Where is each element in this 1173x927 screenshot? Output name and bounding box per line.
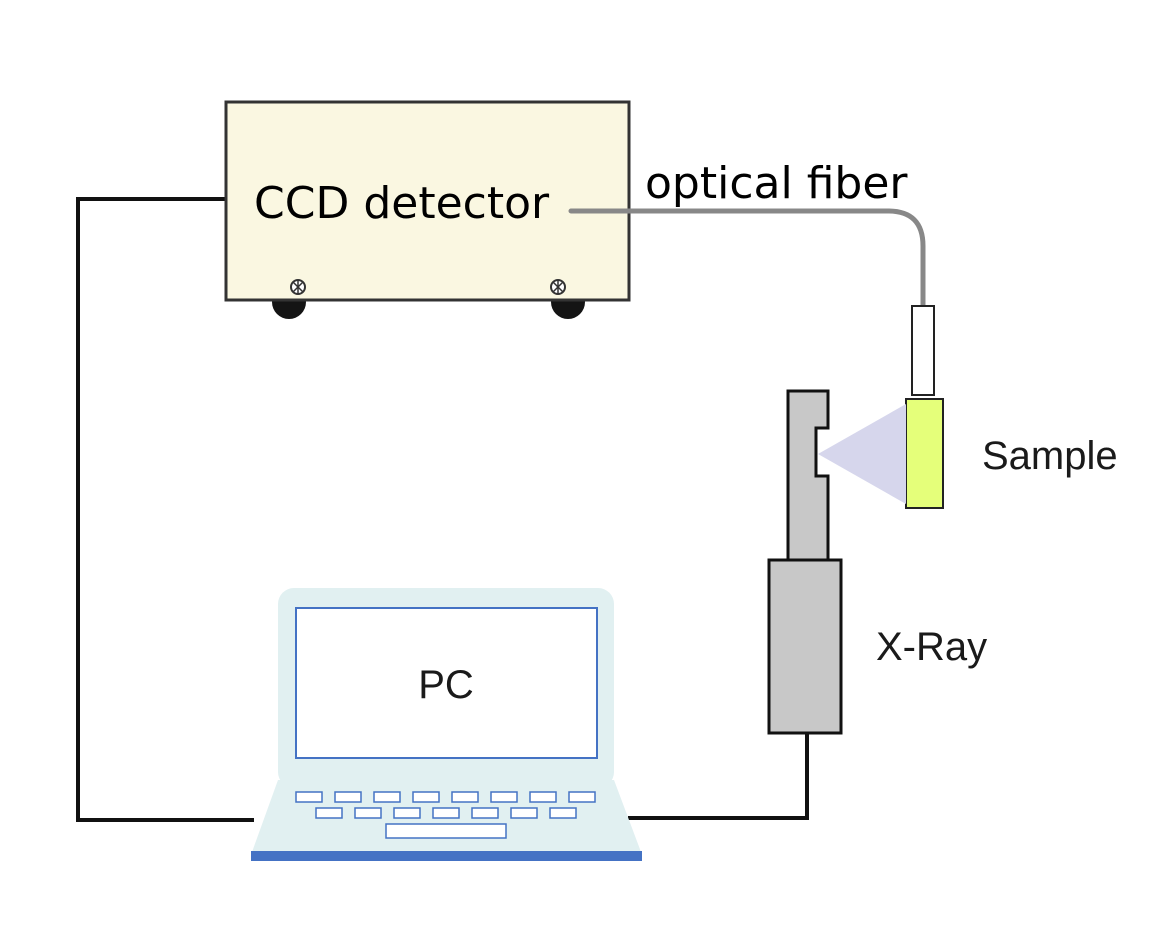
laptop-screen — [295, 607, 598, 759]
ccd-to-pc-cable — [76, 197, 254, 822]
laptop-keyboard — [295, 791, 596, 839]
xray-tube-head — [786, 389, 830, 562]
key — [529, 791, 557, 803]
pc-label: PC — [418, 663, 474, 707]
optical-fiber-label: optical fiber — [645, 158, 908, 209]
key — [490, 791, 518, 803]
key — [568, 791, 596, 803]
sample-label: Sample — [982, 434, 1118, 478]
key — [295, 791, 323, 803]
key — [315, 807, 343, 819]
sample-cell — [905, 398, 944, 509]
key — [334, 791, 362, 803]
laptop-base-stripe — [251, 851, 642, 861]
ccd-detector-label: CCD detector — [254, 178, 550, 229]
cables — [76, 197, 809, 822]
ccd-screw-right — [550, 279, 566, 295]
fiber-probe — [911, 305, 935, 396]
key — [393, 807, 421, 819]
key — [451, 791, 479, 803]
key — [412, 791, 440, 803]
xray-label: X-Ray — [876, 625, 987, 669]
xray-beam — [818, 404, 906, 504]
key — [549, 807, 577, 819]
xray-tube-body — [767, 558, 843, 735]
key — [432, 807, 460, 819]
spacebar — [385, 823, 507, 839]
laptop-pc: PC — [251, 588, 642, 861]
optical-fiber — [568, 208, 926, 308]
ccd-detector: CCD detector — [224, 100, 631, 319]
key — [354, 807, 382, 819]
xray-tube — [767, 389, 843, 735]
key — [373, 791, 401, 803]
pc-to-xray-cable — [628, 733, 809, 820]
key — [510, 807, 538, 819]
key — [471, 807, 499, 819]
ccd-screw-left — [290, 279, 306, 295]
ccd-detector-box — [224, 100, 631, 302]
